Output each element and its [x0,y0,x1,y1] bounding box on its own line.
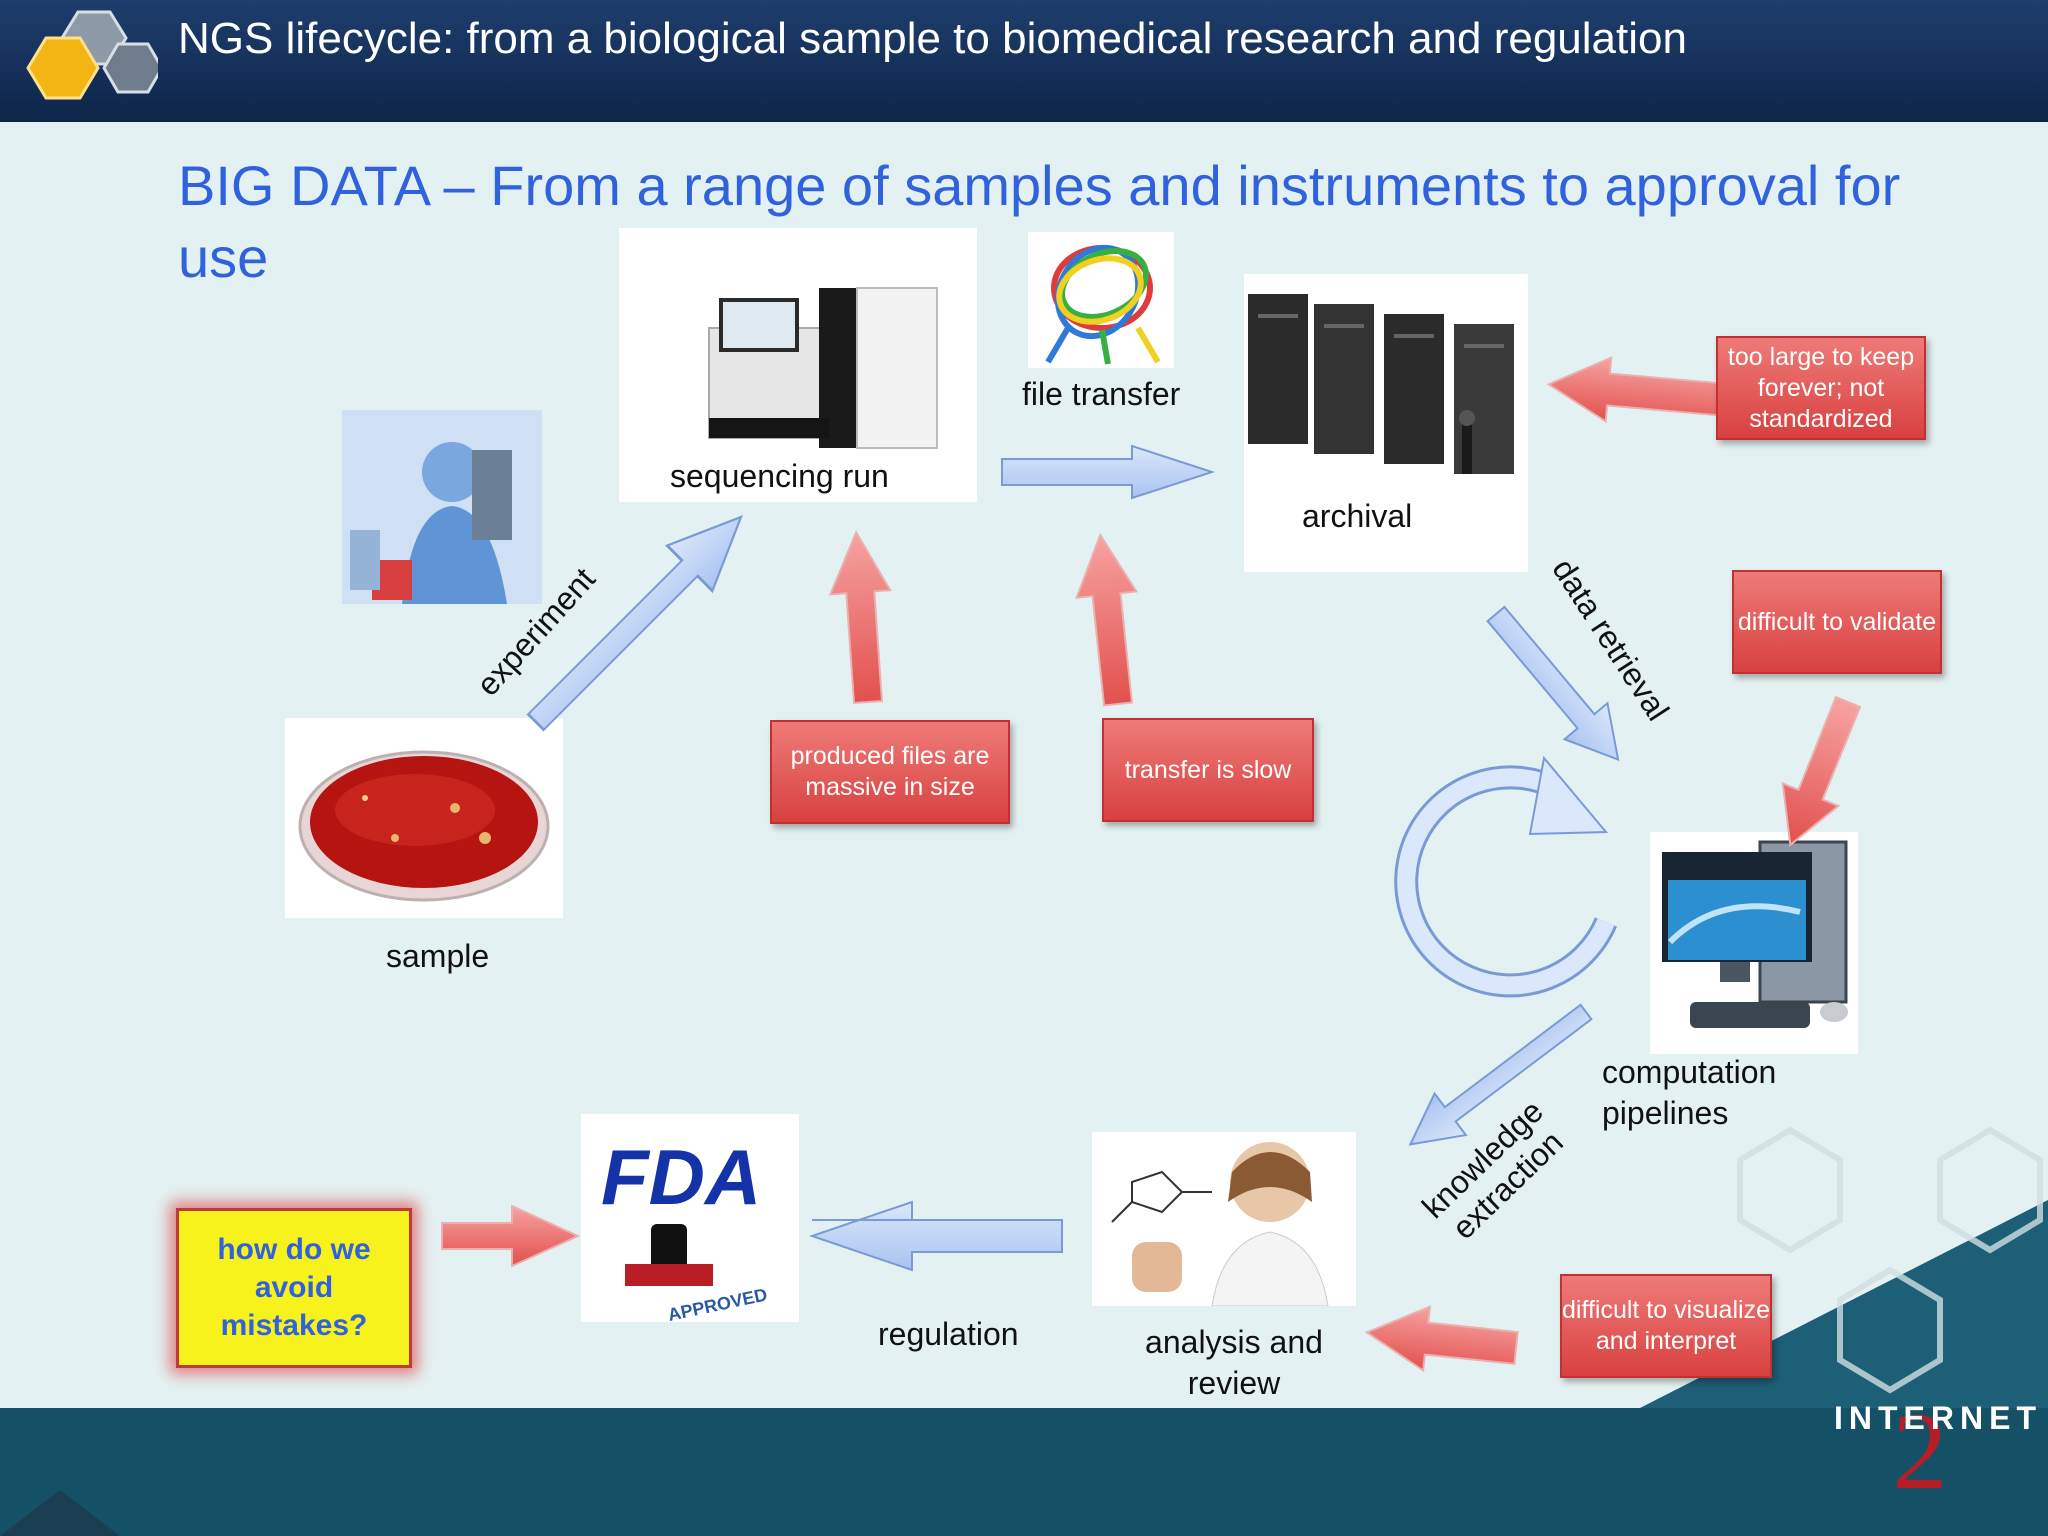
internet2-logo-text: INTERNET [1834,1400,2042,1436]
sequencer-image [619,228,977,502]
fda-approved-image: FDA APPROVED [581,1114,799,1325]
red-arrow-too-large [1546,356,1731,424]
node-file-transfer-label: file transfer [1022,376,1181,412]
node-sample-label: sample [386,938,490,974]
issue-slow-box: transfer is slow [1102,718,1314,822]
fda-logo-text: FDA [601,1133,761,1221]
data-retrieval-arrow [1486,605,1620,762]
red-arrow-slow [1075,532,1139,707]
question-box: how do we avoid mistakes? [176,1208,412,1368]
issue-validate-box: difficult to validate [1732,570,1942,674]
red-arrow-validate [1781,695,1862,847]
red-arrow-massive [828,530,892,705]
slide-title: BIG DATA – From a range of samples and i… [178,154,1901,289]
experiment-arrow [526,515,743,732]
node-sequencing-label: sequencing run [670,458,889,494]
header-bar [0,0,2048,122]
footer-bar [0,1408,2048,1536]
cycle-arrow [1394,755,1618,998]
computer-image [1650,832,1858,1054]
knowledge-extraction-arrow [1408,1003,1593,1146]
internet2-numeral: 2 [1893,1390,1948,1510]
issue-massive-box: produced files are massive in size [770,720,1010,824]
red-arrow-question [441,1204,581,1268]
internet2-logo: 2 [1820,1370,2020,1512]
hexagon-logo-icon [26,10,158,100]
node-analysis-label: analysis and review [1145,1324,1323,1401]
lab-scientist-image [342,410,542,604]
regulation-arrow [808,1200,1063,1272]
issue-visualize-box: difficult to visualize and interpret [1560,1274,1772,1378]
scientist-writing-image [1092,1132,1356,1307]
header-title: NGS lifecycle: from a biological sample … [178,14,1687,63]
to-archival-arrow [1001,444,1216,500]
red-arrow-visualize [1364,1305,1519,1373]
network-cables-image [1028,232,1174,368]
node-regulation-label: regulation [878,1316,1019,1352]
issue-too-large-box: too large to keep forever; not standardi… [1716,336,1926,440]
petri-dish-image [285,718,563,918]
node-archival-label: archival [1302,498,1413,534]
footer-triangle-decor [0,1490,120,1536]
server-racks-image [1244,274,1528,572]
node-computation-label: computation pipelines [1602,1054,1777,1131]
